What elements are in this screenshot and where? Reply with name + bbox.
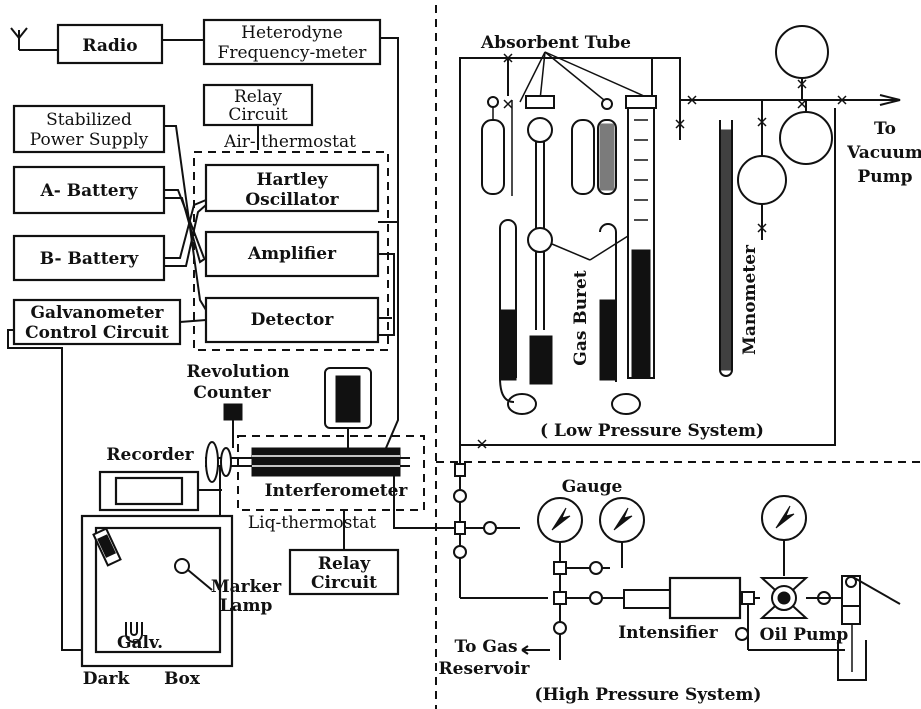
relay-top-label-1: Relay: [234, 87, 282, 107]
marker-label-1: Marker: [211, 577, 282, 597]
to-gas-label-1: To Gas: [454, 637, 517, 657]
dark-box-inner: [94, 526, 222, 654]
galvanometer-icon: [125, 622, 143, 643]
revolution-counter-icon: [223, 403, 243, 421]
b-battery-label: B- Battery: [40, 249, 140, 269]
revolution-label-2: Counter: [193, 383, 271, 403]
valve-icons-high: [453, 463, 831, 641]
absorbent-tube-label: Absorbent Tube: [480, 33, 631, 53]
mirror-icon: [92, 527, 122, 567]
revolution-label-1: Revolution: [187, 362, 290, 382]
interferometer-cell-icon: [251, 367, 401, 477]
to-gas-label-2: Reservoir: [439, 659, 531, 679]
relay-circuit-top-box: [202, 83, 314, 127]
radio-label: Radio: [82, 36, 137, 56]
heterodyne-label-2: Frequency-meter: [218, 43, 368, 63]
vacuum-arrow-icon: [879, 94, 901, 106]
relay-circuit-bottom-box: [288, 548, 400, 596]
marker-lamp-icon: [174, 558, 190, 574]
antenna-icon: [10, 27, 58, 51]
gas-buret-right-icon: [599, 95, 657, 415]
oil-pump-icon: [759, 575, 901, 681]
to-vacuum-label-2: Vacuum: [846, 143, 921, 163]
gas-buret-label: Gas Buret: [571, 270, 591, 366]
radio-box: [56, 23, 164, 65]
liq-thermostat-label: Liq-thermostat: [248, 513, 376, 533]
supply-wiring: [7, 125, 395, 651]
intensifier-icon: [623, 576, 742, 620]
intensifier-label: Intensifier: [618, 623, 719, 643]
low-pressure-manifold: [459, 57, 900, 446]
interferometer-label: Interferometer: [265, 481, 409, 501]
galvanometer-label-1: Galvanometer: [30, 303, 164, 323]
recorder-label: Recorder: [106, 445, 194, 465]
oil-pump-label: Oil Pump: [760, 625, 849, 645]
liq-thermostat-enclosure: [237, 435, 425, 511]
to-vacuum-label-3: Pump: [857, 167, 912, 187]
galvanometer-label-2: Control Circuit: [25, 323, 169, 343]
recorder-drum-icon: [98, 470, 222, 512]
a-battery-box: [12, 165, 166, 215]
marker-label-2: Lamp: [220, 596, 273, 616]
hartley-label-2: Oscillator: [245, 190, 339, 210]
heterodyne-box: [202, 18, 382, 66]
stabilized-power-box: [12, 104, 166, 154]
manometer-label: Manometer: [740, 244, 760, 355]
high-pressure-label: (High Pressure System): [535, 685, 762, 705]
a-battery-label: A- Battery: [40, 181, 139, 201]
dark-label: Dark: [83, 669, 131, 689]
absorbent-tube-left-icon: [481, 96, 513, 196]
gas-buret-left-icon: [499, 95, 555, 415]
detector-label: Detector: [251, 310, 335, 330]
air-thermostat-label: Air- thermostat: [223, 132, 356, 152]
to-gas-arrow-icon: [521, 645, 550, 655]
hartley-oscillator-box: [204, 163, 380, 213]
stabilized-label-1: Stabilized: [46, 110, 132, 130]
stabilized-label-2: Power Supply: [30, 130, 149, 150]
amplifier-label: Amplifier: [247, 244, 337, 264]
to-vacuum-label-1: To: [874, 119, 896, 139]
low-pressure-label: ( Low Pressure System): [540, 421, 764, 441]
reservoir-bulb-icons: [737, 25, 833, 240]
absorbent-tube-right-icon: [571, 98, 617, 195]
relay-bottom-label-2: Circuit: [311, 573, 377, 593]
pressure-gauge-icons: [537, 495, 807, 576]
absorbent-pointers: [519, 51, 645, 103]
manometer-icon: [719, 120, 733, 377]
heterodyne-label-1: Heterodyne: [241, 23, 343, 43]
galv-label: Galv.: [117, 633, 163, 653]
gauge-label: Gauge: [562, 477, 623, 497]
relay-top-label-2: Circuit: [228, 105, 287, 125]
hartley-label-1: Hartley: [256, 170, 328, 190]
box-label: Box: [164, 669, 201, 689]
relay-bottom-label-1: Relay: [318, 554, 371, 574]
